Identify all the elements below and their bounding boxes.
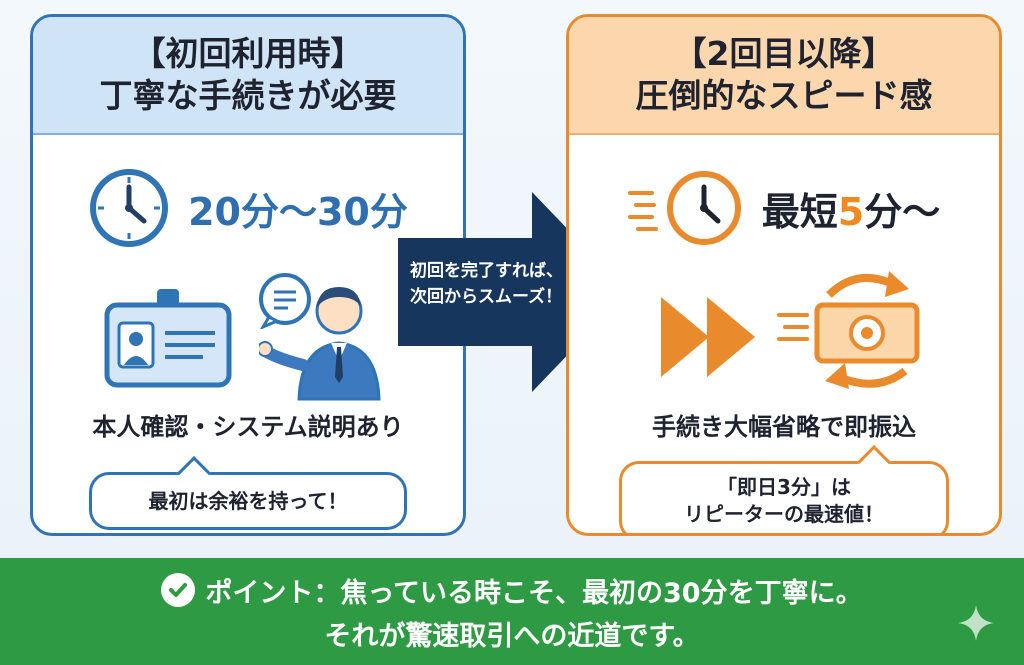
speech-bubble-icon (259, 273, 311, 329)
clock-icon (90, 169, 169, 247)
id-card-icon (104, 289, 232, 388)
first-use-bubble: 最初は余裕を持って！ (89, 456, 407, 530)
sparkle-icon (958, 605, 994, 641)
fast-clock-icon (627, 171, 741, 245)
first-use-bubble-text: 最初は余裕を持って！ (148, 488, 348, 513)
transition-arrow-text: 初回を完了すれば、 次回からスムーズ！ (410, 258, 590, 311)
time-prefix: 最短 (761, 189, 838, 234)
repeat-use-bubble-line2: リピーターの最速値！ (684, 502, 884, 526)
time-number: 5 (837, 189, 865, 234)
repeat-use-heading-line2: 圧倒的なスピード感 (635, 76, 933, 115)
repeat-use-header: 【2回目以降】 圧倒的なスピード感 (569, 17, 999, 135)
repeat-use-time-row: 最短5分〜 (569, 167, 999, 249)
first-use-time: 20分〜30分 (188, 189, 408, 234)
first-use-heading-line2: 丁寧な手続きが必要 (99, 76, 397, 115)
fast-forward-icon (661, 297, 755, 377)
point-footer: ポイント：焦っている時こそ、最初の30分を丁寧に。 それが驚速取引への近道です。 (0, 558, 1024, 665)
first-use-header: 【初回利用時】 丁寧な手続きが必要 (33, 17, 463, 135)
repeat-use-time: 最短5分〜 (762, 181, 940, 236)
repeat-use-illustration (569, 271, 999, 405)
check-icon (161, 573, 196, 607)
arrow-text-line2: 次回からスムーズ！ (410, 287, 563, 308)
staff-person-icon (259, 287, 381, 401)
arrow-text-line1: 初回を完了すれば、 (410, 261, 563, 281)
money-transfer-icon (777, 271, 920, 389)
footer-line2-text: それが驚速取引への近道です。 (324, 620, 700, 652)
repeat-use-bubble: 「即日3分」は リピーターの最速値！ (619, 445, 949, 533)
footer-line1-text: ポイント：焦っている時こそ、最初の30分を丁寧に。 (205, 577, 863, 609)
first-use-illustration (33, 273, 463, 405)
repeat-use-heading-line1: 【2回目以降】 (673, 33, 895, 73)
first-use-time-row: 20分〜30分 (33, 167, 463, 249)
first-use-panel: 【初回利用時】 丁寧な手続きが必要 20分〜30分 (30, 14, 466, 536)
time-suffix: 分〜 (864, 189, 941, 234)
repeat-use-bubble-line1: 「即日3分」は (717, 475, 851, 499)
first-use-caption: 本人確認・システム説明あり (92, 413, 404, 441)
repeat-use-panel: 【2回目以降】 圧倒的なスピード感 最短5分〜 (566, 14, 1002, 536)
repeat-use-caption: 手続き大幅省略で即振込 (652, 413, 916, 441)
first-use-heading-line1: 【初回利用時】 (132, 33, 364, 73)
